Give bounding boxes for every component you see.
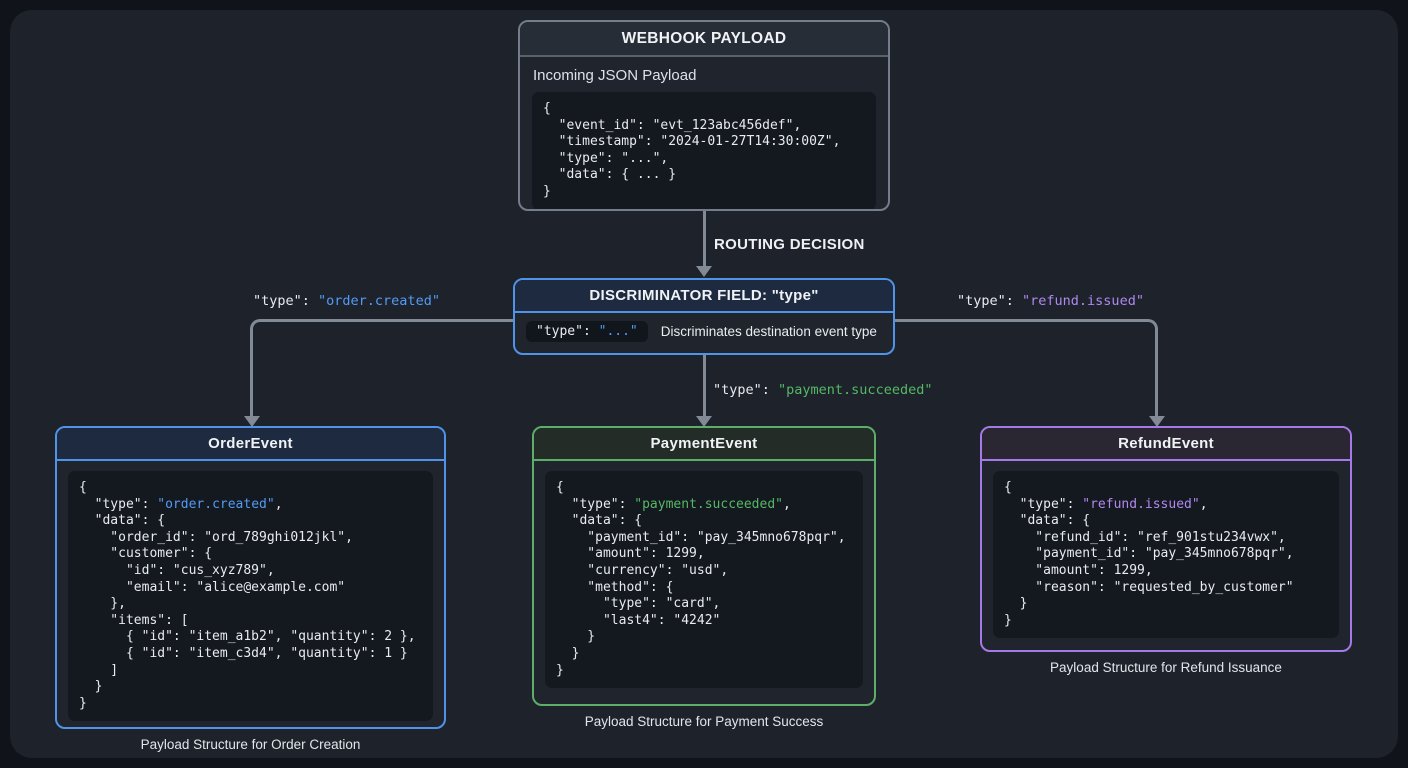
webhook-payload-title: WEBHOOK PAYLOAD — [520, 22, 888, 57]
payment-event-node: PaymentEvent { "type": "payment.succeede… — [532, 426, 876, 706]
arrowhead-refund — [1148, 416, 1165, 427]
connector-webhook-to-discriminator — [702, 211, 706, 267]
connector-refund-branch — [895, 319, 1158, 417]
webhook-payload-node: WEBHOOK PAYLOAD Incoming JSON Payload { … — [518, 20, 890, 211]
payment-event-title: PaymentEvent — [534, 428, 874, 461]
order-event-caption: Payload Structure for Order Creation — [140, 737, 361, 752]
connector-order-branch — [250, 319, 513, 417]
payment-branch-label: "type": "payment.succeeded" — [713, 382, 933, 398]
refund-event-code: { "type": "refund.issued", "data": { "re… — [993, 471, 1339, 639]
payment-event-caption: Payload Structure for Payment Success — [584, 714, 824, 729]
webhook-json-code: { "event_id": "evt_123abc456def", "times… — [532, 92, 876, 209]
arrowhead-payment — [696, 416, 712, 427]
refund-event-node: RefundEvent { "type": "refund.issued", "… — [980, 426, 1352, 652]
webhook-payload-body: Incoming JSON Payload { "event_id": "evt… — [520, 57, 888, 209]
arrowhead-discriminator — [696, 266, 712, 277]
routing-decision-label: ROUTING DECISION — [714, 236, 865, 253]
discriminator-node: DISCRIMINATOR FIELD: "type" "type": "...… — [513, 278, 895, 355]
arrowhead-order — [243, 416, 260, 427]
order-event-code: { "type": "order.created", "data": { "or… — [68, 471, 433, 722]
order-event-node: OrderEvent { "type": "order.created", "d… — [55, 426, 446, 729]
refund-event-title: RefundEvent — [982, 428, 1350, 461]
discriminator-body: "type": "..." Discriminates destination … — [515, 313, 893, 350]
diagram-stage: WEBHOOK PAYLOAD Incoming JSON Payload { … — [10, 10, 1398, 758]
discriminator-title: DISCRIMINATOR FIELD: "type" — [515, 280, 893, 313]
connector-payment-branch — [702, 355, 706, 417]
incoming-json-label: Incoming JSON Payload — [533, 67, 697, 84]
refund-branch-label: "type": "refund.issued" — [957, 293, 1144, 309]
payment-event-code: { "type": "payment.succeeded", "data": {… — [545, 471, 863, 689]
refund-event-caption: Payload Structure for Refund Issuance — [1050, 660, 1282, 675]
discriminator-description: Discriminates destination event type — [660, 324, 877, 339]
order-branch-label: "type": "order.created" — [253, 293, 440, 309]
order-event-title: OrderEvent — [57, 428, 444, 461]
type-field-chip: "type": "..." — [526, 321, 648, 342]
